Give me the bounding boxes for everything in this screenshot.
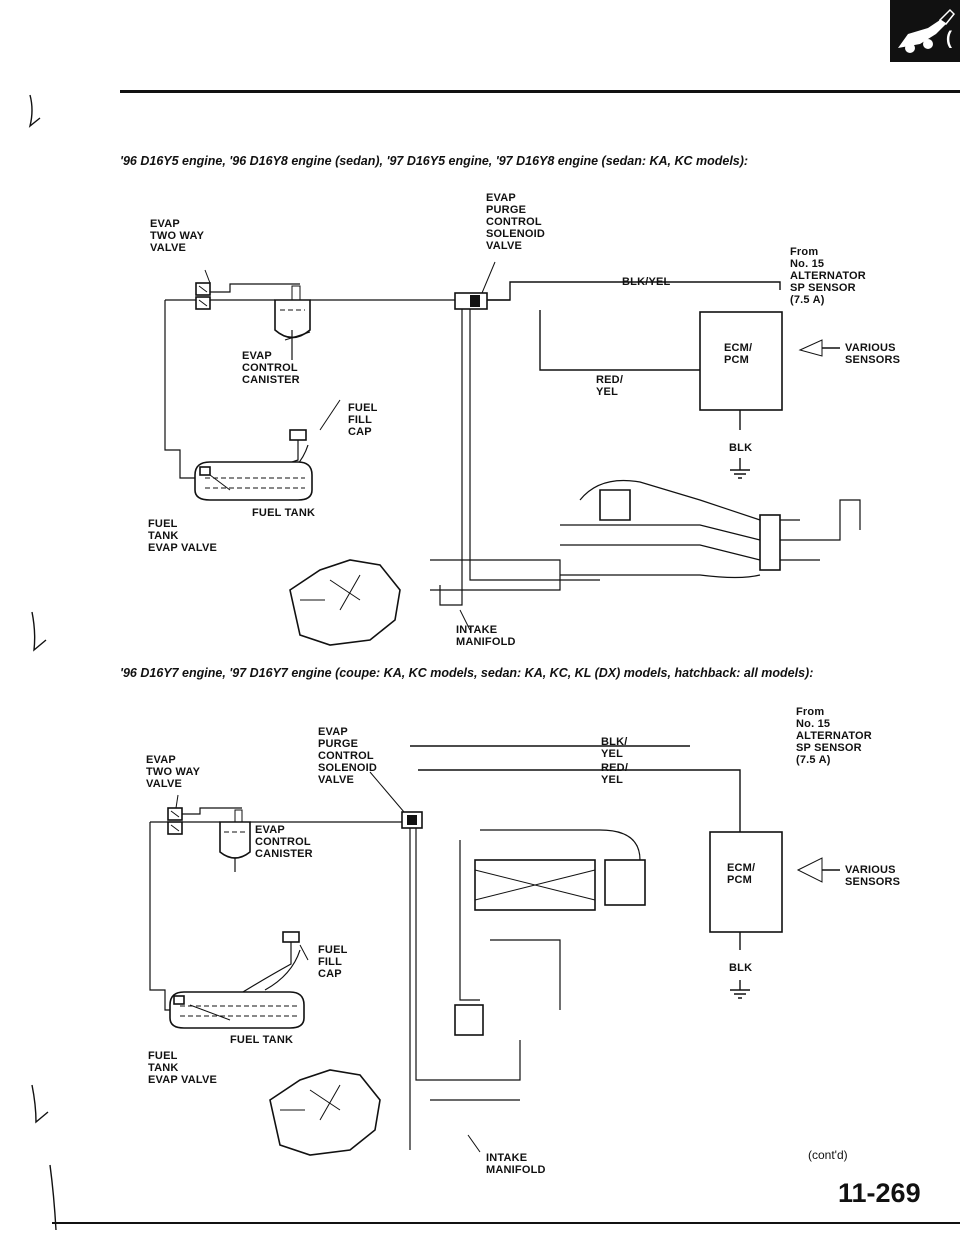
top-label-intake-manifold: INTAKE MANIFOLD: [456, 624, 516, 648]
top-two-way-valve: [195, 282, 211, 310]
top-label-two-way-valve: EVAP TWO WAY VALVE: [150, 218, 205, 254]
top-label-wire-red-yel: RED/ YEL: [596, 374, 624, 398]
top-label-fuel-tank: FUEL TANK: [252, 507, 316, 519]
bottom-engine-block: [269, 1069, 381, 1156]
top-label-tank-evap-valve: FUEL TANK EVAP VALVE: [148, 518, 218, 554]
bottom-ecm-box: [709, 831, 783, 933]
bottom-label-various-sensors: VARIOUS SENSORS: [845, 864, 901, 888]
bottom-label-ecm: ECM/ PCM: [727, 862, 756, 886]
top-label-various-sensors: VARIOUS SENSORS: [845, 342, 901, 366]
top-label-from-alternator: From No. 15 ALTERNATOR SP SENSOR (7.5 A): [790, 246, 866, 306]
bottom-label-wire-blk-yel: BLK/ YEL: [601, 736, 628, 760]
bottom-fuel-tank: [169, 991, 305, 1029]
bottom-label-canister: EVAP CONTROL CANISTER: [255, 824, 313, 860]
top-label-fuel-fill-cap: FUEL FILL CAP: [348, 402, 378, 438]
page-number: 11-269: [838, 1178, 921, 1208]
top-ecm-box: [699, 311, 783, 411]
bottom-label-from-alternator: From No. 15 ALTERNATOR SP SENSOR (7.5 A): [796, 706, 872, 766]
bottom-evap-canister: [219, 809, 251, 859]
header-icon-box: (: [890, 0, 960, 62]
top-label-wire-blk: BLK: [729, 442, 753, 454]
fuel-nozzle-car-icon: (: [898, 8, 956, 53]
bottom-label-fuel-fill-cap: FUEL FILL CAP: [318, 944, 348, 980]
top-label-purge-solenoid: EVAP PURGE CONTROL SOLENOID VALVE: [486, 192, 546, 252]
svg-text:(: (: [946, 28, 952, 48]
bottom-purge-solenoid-valve: [401, 811, 423, 829]
bottom-two-way-valve: [167, 807, 183, 835]
bottom-diagram-heading: '96 D16Y7 engine, '97 D16Y7 engine (coup…: [120, 666, 814, 680]
bottom-label-fuel-tank: FUEL TANK: [230, 1034, 294, 1046]
top-purge-solenoid-valve: [454, 292, 488, 310]
header-rule: [120, 90, 960, 93]
bottom-label-two-way-valve: EVAP TWO WAY VALVE: [146, 754, 201, 790]
bottom-label-intake-manifold: INTAKE MANIFOLD: [486, 1152, 546, 1176]
top-label-ecm: ECM/ PCM: [724, 342, 753, 366]
bottom-label-wire-blk: BLK: [729, 962, 753, 974]
top-label-wire-blk-yel: BLK/YEL: [622, 276, 671, 288]
top-engine-block: [289, 559, 401, 646]
bottom-label-tank-evap-valve: FUEL TANK EVAP VALVE: [148, 1050, 218, 1086]
continued-note: (cont'd): [808, 1148, 848, 1162]
bottom-intake-manifold: [430, 829, 646, 1101]
bottom-fuel-fill-cap: [229, 931, 301, 1001]
top-fuel-tank: [194, 461, 313, 501]
top-diagram-heading: '96 D16Y5 engine, '96 D16Y8 engine (seda…: [120, 154, 749, 168]
bottom-label-wire-red-yel: RED/ YEL: [601, 762, 629, 786]
top-intake-manifold: [430, 479, 861, 591]
footer-rule: [52, 1222, 960, 1224]
top-label-canister: EVAP CONTROL CANISTER: [242, 350, 300, 386]
bottom-label-purge-solenoid: EVAP PURGE CONTROL SOLENOID VALVE: [318, 726, 378, 786]
